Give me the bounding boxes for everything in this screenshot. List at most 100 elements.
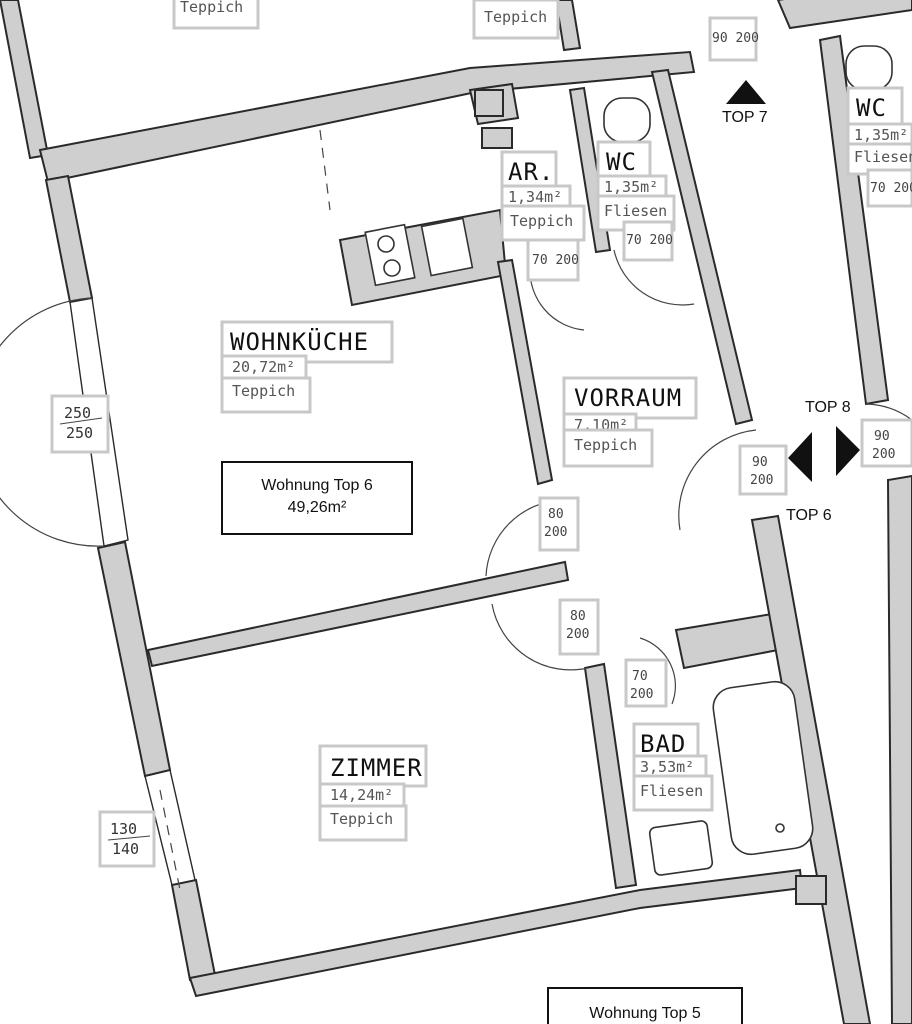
top-left-floor-label: Teppich [180,0,243,16]
top-mid-floor-label: Teppich [484,8,547,26]
wc-right-door-dim: 70 200 [870,181,912,196]
ar-door-dim-box [526,238,580,282]
door-living-dim-bottom: 200 [544,525,567,540]
door-top8-dim-box [860,418,912,468]
wall-living-left-upper [44,174,94,304]
stove-burner-2 [383,259,401,277]
door-top8-dim-top: 90 [874,429,890,444]
door-top8-swing [865,403,912,421]
zimmer-area: 14,24m² [330,786,393,804]
window-living-dim-line [59,417,103,425]
window-room-dim-top: 130 [110,820,137,838]
wc-right-floor: Fliesen [854,148,912,166]
door-living-dim-top: 80 [548,507,564,522]
kitchen-sink [420,217,474,277]
ar-area: 1,34m² [508,188,562,206]
stove-burner-1 [377,235,395,253]
apartment-top6-title: Wohnung Top 6 [261,477,373,494]
apartment-top6-box [221,461,413,535]
door-living-dim-box [538,496,580,552]
window-living-frame [69,297,129,547]
bad-floor-box [632,774,714,812]
wall-corridor-right [750,514,872,1024]
wohnkueche-name: WOHNKÜCHE [230,327,369,356]
wc-door-dim: 70 200 [626,233,673,248]
label-top7: TOP 7 [722,109,768,126]
vorraum-name-box [562,376,698,420]
wall-living-room-divider [146,560,570,668]
door-entry-top6-swing [678,429,757,531]
wall-bath-top [674,612,780,670]
door-top8-dim-bottom: 200 [872,447,895,462]
fixtures [364,45,893,876]
ar-name: AR. [508,158,554,186]
label-top8: TOP 8 [805,399,851,416]
wall-bottom [188,868,804,998]
wc-floor: Fliesen [604,202,667,220]
zimmer-floor-box [318,804,408,842]
apartment-top6-area: 49,26m² [288,499,347,516]
pillar-2 [481,127,513,149]
wohnkueche-floor: Teppich [232,382,295,400]
bathtub-drain [775,823,785,833]
wall-far-right-upper [776,0,912,30]
wc-right-name-box [846,86,904,126]
wc-right-door-dim-box [866,168,912,208]
zimmer-floor: Teppich [330,810,393,828]
window-room-dim-line [107,835,151,841]
top-mid-floor-box [472,0,560,40]
bad-floor: Fliesen [640,782,703,800]
apartment-top5-title: Wohnung Top 5 [589,1005,701,1022]
door-top6-dim-bottom: 200 [750,473,773,488]
ar-floor: Teppich [510,212,573,230]
window-room-dim-bottom: 140 [112,840,139,858]
zimmer-name: ZIMMER [330,754,423,782]
toilet-wc [603,97,651,143]
door-room-dim-top: 80 [570,609,586,624]
toilet-wc-right [845,45,893,91]
ar-door-dim: 70 200 [532,253,579,268]
entrance-arrow-top6 [788,432,812,482]
kitchen-counter [338,208,508,307]
door-bad-swing [639,637,677,705]
window-living-dim-bottom: 250 [66,424,93,442]
pillar-1 [474,89,504,117]
door-top7-dim: 90 200 [712,31,759,46]
wc-right-area: 1,35m² [854,126,908,144]
vorraum-name: VORRAUM [574,384,682,412]
wall-far-right-vertical [818,34,890,406]
door-top7-dim-box [708,16,758,62]
window-living-dim-top: 250 [64,404,91,422]
wc-door-dim-box [622,220,674,262]
door-room-dim-box [558,598,600,656]
window-living-dim-box [50,394,110,454]
vorraum-floor: Teppich [574,436,637,454]
door-bad-dim-box [624,658,668,708]
wc-right-name: WC [856,94,887,122]
bad-name-box [632,722,700,762]
vorraum-floor-box [562,428,654,468]
label-top6: TOP 6 [786,507,832,524]
wall-wc-right [650,68,754,426]
washbasin [648,820,714,876]
outer-wall-top-left [0,0,50,160]
wc-area: 1,35m² [604,178,658,196]
apartment-top5-box [547,987,743,1024]
kitchen-dashed-line-1 [319,129,331,211]
wc-name: WC [606,148,637,176]
entrance-arrow-top8 [836,426,860,476]
door-bad-dim-top: 70 [632,669,648,684]
stove [364,223,416,287]
wohnkueche-floor-box [220,376,312,414]
top-left-floor-box [172,0,260,30]
window-room-frame [144,769,196,886]
pillar-3 [795,875,827,905]
bathtub [712,680,814,856]
window-room-dim-box [98,810,156,868]
wall-far-right-lower [886,474,912,1024]
wohnkueche-area: 20,72m² [232,358,295,376]
wall-top-mid [554,0,582,52]
bad-name: BAD [640,730,686,758]
door-bad-dim-bottom: 200 [630,687,653,702]
